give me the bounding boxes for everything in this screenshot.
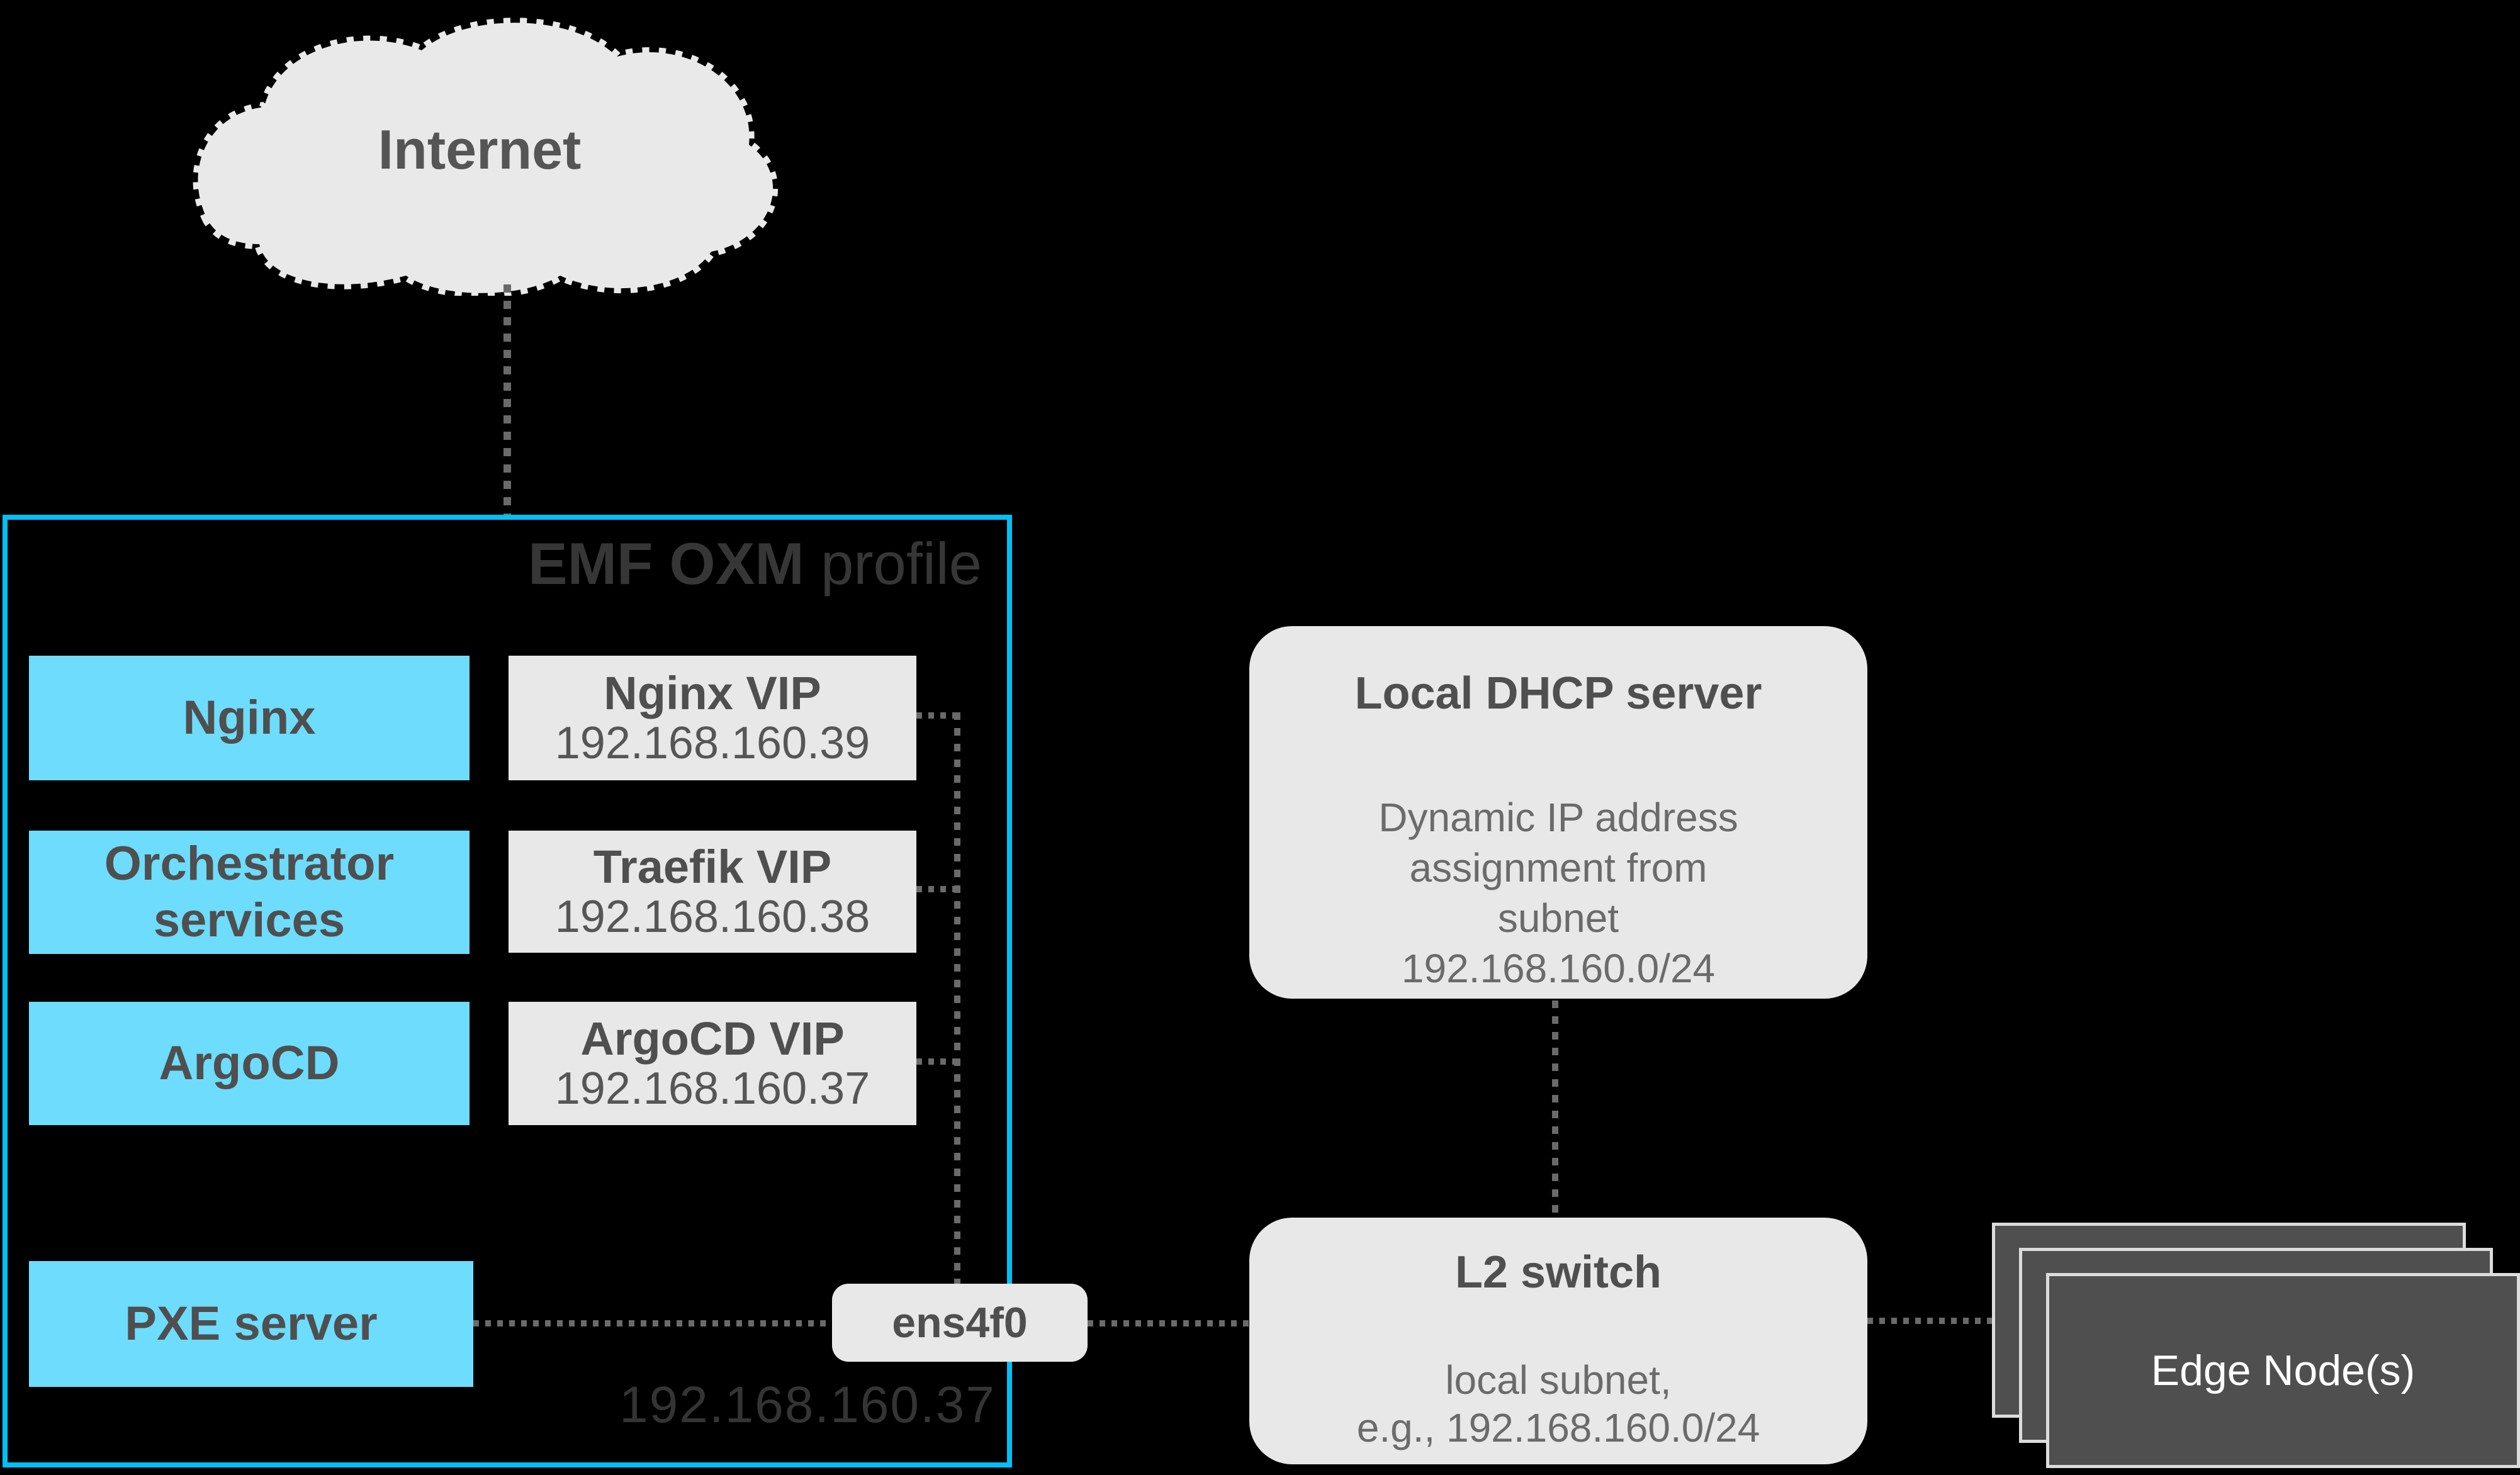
connector-pxe-ens4f0 bbox=[473, 1320, 832, 1326]
vip-title: ArgoCD VIP bbox=[580, 1012, 845, 1065]
connector-dhcp-l2switch bbox=[1552, 1001, 1558, 1218]
vip-ip: 192.168.160.39 bbox=[554, 718, 870, 769]
l2-body-line: local subnet, bbox=[1445, 1357, 1672, 1403]
service-label: ArgoCD bbox=[159, 1036, 340, 1091]
service-box-pxe-server: PXE server bbox=[29, 1261, 473, 1387]
edge-nodes-label: Edge Node(s) bbox=[2151, 1347, 2416, 1394]
connector-traefik-vip bbox=[916, 886, 958, 892]
connector-ens4f0-l2switch bbox=[1088, 1320, 1250, 1326]
l2-switch-box: L2 switch local subnet, e.g., 192.168.16… bbox=[1249, 1218, 1867, 1464]
vip-title: Traefik VIP bbox=[593, 840, 832, 893]
dhcp-server-title: Local DHCP server bbox=[1354, 668, 1762, 719]
service-label: Nginx bbox=[183, 691, 316, 745]
connector-nginx-vip bbox=[916, 712, 958, 719]
interface-tag-ens4f0: ens4f0 bbox=[832, 1284, 1088, 1362]
edge-node-card-front: Edge Node(s) bbox=[2046, 1273, 2520, 1468]
service-box-argocd: ArgoCD bbox=[29, 1002, 470, 1125]
dhcp-body-line: Dynamic IP address bbox=[1378, 795, 1738, 840]
vip-box-traefik: Traefik VIP 192.168.160.38 bbox=[509, 831, 916, 953]
emf-title-regular: profile bbox=[820, 530, 982, 597]
connector-argocd-vip bbox=[916, 1058, 958, 1065]
dhcp-server-body: Dynamic IP address assignment from subne… bbox=[1249, 792, 1867, 994]
service-label: Orchestrator services bbox=[104, 837, 395, 947]
vip-ip: 192.168.160.38 bbox=[554, 892, 870, 943]
l2-switch-title: L2 switch bbox=[1454, 1247, 1662, 1298]
emf-profile-box bbox=[3, 515, 1012, 1467]
dhcp-body-line: 192.168.160.0/24 bbox=[1401, 946, 1716, 991]
internet-cloud-icon: Internet bbox=[193, 18, 779, 296]
service-label: PXE server bbox=[125, 1297, 378, 1351]
cloud-shape bbox=[193, 18, 779, 296]
service-box-nginx: Nginx bbox=[29, 656, 470, 780]
dhcp-body-line: assignment from bbox=[1409, 845, 1707, 890]
service-box-orchestrator: Orchestrator services bbox=[29, 831, 470, 954]
dhcp-server-box: Local DHCP server Dynamic IP address ass… bbox=[1249, 626, 1867, 999]
host-ip-label: 192.168.160.37 bbox=[619, 1376, 996, 1433]
l2-body-line: e.g., 192.168.160.0/24 bbox=[1356, 1405, 1760, 1450]
interface-label: ens4f0 bbox=[892, 1299, 1028, 1347]
vip-box-argocd: ArgoCD VIP 192.168.160.37 bbox=[509, 1002, 916, 1125]
vip-collector-line bbox=[954, 712, 960, 1285]
internet-label: Internet bbox=[378, 118, 582, 181]
emf-title-bold: EMF OXM bbox=[528, 530, 804, 597]
vip-title: Nginx VIP bbox=[604, 666, 821, 719]
vip-box-nginx: Nginx VIP 192.168.160.39 bbox=[509, 656, 916, 780]
connector-l2switch-edgenodes bbox=[1867, 1318, 1992, 1324]
l2-switch-body: local subnet, e.g., 192.168.160.0/24 bbox=[1249, 1356, 1867, 1452]
dhcp-body-line: subnet bbox=[1497, 895, 1619, 941]
cloud-uplink-line bbox=[503, 284, 511, 515]
vip-ip: 192.168.160.37 bbox=[554, 1063, 870, 1114]
